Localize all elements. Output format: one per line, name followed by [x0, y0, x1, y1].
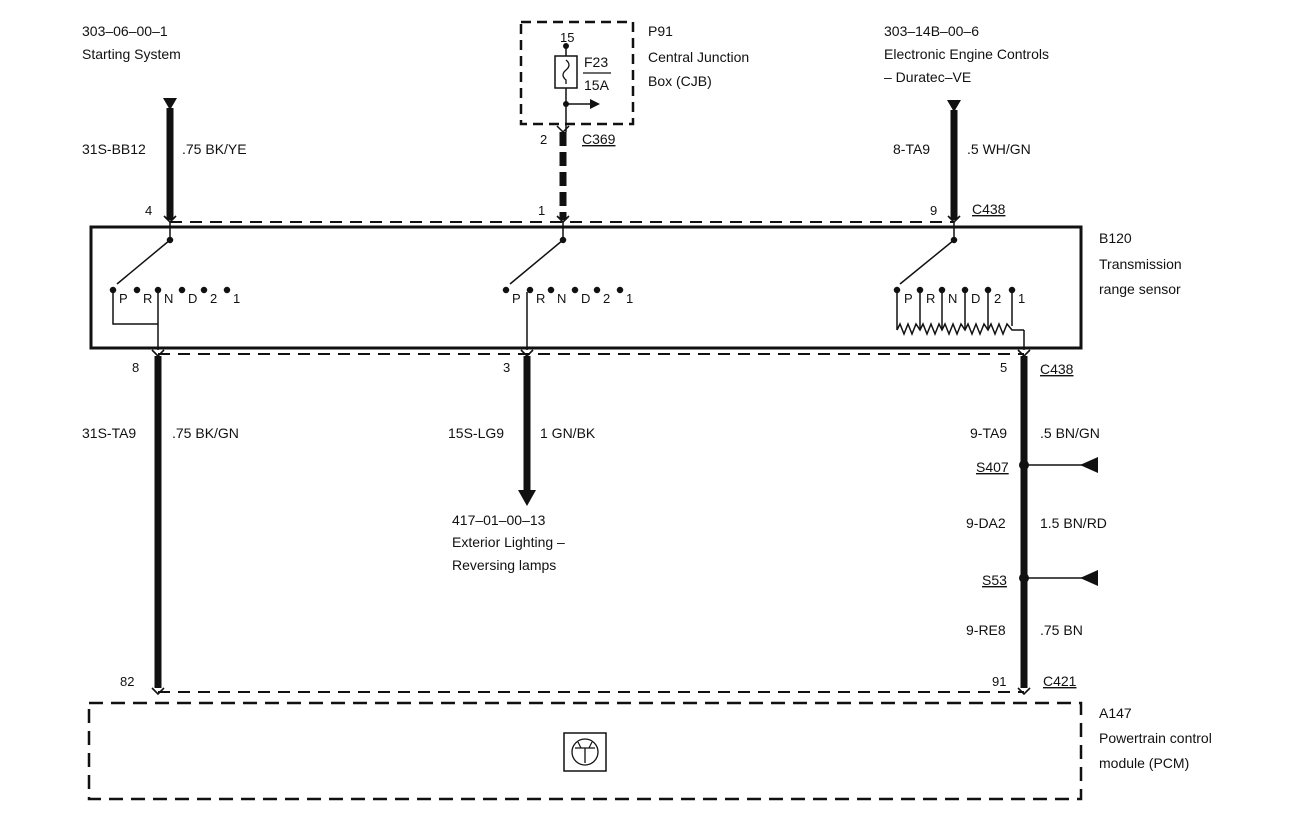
pin-4: 4 — [145, 203, 152, 218]
switch-range-ladder-positions: P R N D 2 1 — [904, 291, 1025, 306]
wire-9-da2-circuit: 9-DA2 — [966, 515, 1006, 531]
svg-text:P: P — [512, 291, 521, 306]
svg-text:1: 1 — [233, 291, 240, 306]
wire-9-da2-spec: 1.5 BN/RD — [1040, 515, 1107, 531]
lighting-label-1: Exterior Lighting – — [452, 534, 565, 550]
svg-text:D: D — [581, 291, 590, 306]
svg-text:1: 1 — [1018, 291, 1025, 306]
connector-c438-top: C438 — [972, 201, 1006, 217]
switch-reversing — [502, 222, 624, 350]
wire-31s-bb12-circuit: 31S-BB12 — [82, 141, 146, 157]
svg-text:2: 2 — [994, 291, 1001, 306]
wire-9-re8-circuit: 9-RE8 — [966, 622, 1006, 638]
pin-1: 1 — [538, 203, 545, 218]
pin-5: 5 — [1000, 360, 1007, 375]
wire-31s-bb12-spec: .75 BK/YE — [182, 141, 247, 157]
switch-reversing-positions: P R N D 2 1 — [512, 291, 633, 306]
starting-system-code: 303–06–00–1 — [82, 23, 168, 39]
svg-text:P: P — [904, 291, 913, 306]
connector-c421: C421 — [1043, 673, 1077, 689]
svg-text:2: 2 — [210, 291, 217, 306]
fuse-number: F23 — [584, 54, 608, 70]
svg-text:R: R — [926, 291, 935, 306]
svg-text:R: R — [143, 291, 152, 306]
connector-c369: C369 — [582, 131, 616, 147]
cjb-box: 15 F23 15A — [519, 20, 635, 132]
engine-controls-label: Electronic Engine Controls — [884, 46, 1049, 62]
pcm-label-2: module (PCM) — [1099, 755, 1189, 771]
pcm-box — [87, 701, 1083, 801]
svg-text:P: P — [119, 291, 128, 306]
fuse-rating: 15A — [584, 77, 610, 93]
switch-starting-positions: P R N D 2 1 — [119, 291, 240, 306]
splice-s53-label: S53 — [982, 572, 1007, 588]
cjb-pin-out: 2 — [540, 132, 547, 147]
cjb-id: P91 — [648, 23, 673, 39]
sensor-label-1: Transmission — [1099, 256, 1182, 272]
svg-text:N: N — [557, 291, 566, 306]
transmission-range-sensor-box — [89, 225, 1083, 350]
wire-8-ta9-circuit: 8-TA9 — [893, 141, 930, 157]
cjb-fuse-pin: 15 — [560, 30, 574, 45]
electronic-module-icon — [563, 732, 607, 772]
reversing-lamps-arrow — [518, 490, 536, 506]
switch-range-ladder — [893, 222, 1025, 350]
cjb-label-1: Central Junction — [648, 49, 749, 65]
svg-text:D: D — [971, 291, 980, 306]
wire-9-re8-spec: .75 BN — [1040, 622, 1083, 638]
pin-8: 8 — [132, 360, 139, 375]
starting-system-label: Starting System — [82, 46, 181, 62]
starting-ground-arrow — [163, 98, 177, 110]
pin-91: 91 — [992, 674, 1006, 689]
wire-15s-lg9-spec: 1 GN/BK — [540, 425, 596, 441]
svg-text:N: N — [164, 291, 173, 306]
wire-8-ta9-spec: .5 WH/GN — [967, 141, 1031, 157]
svg-text:D: D — [188, 291, 197, 306]
wire-31s-ta9-spec: .75 BK/GN — [172, 425, 239, 441]
wire-31s-ta9-circuit: 31S-TA9 — [82, 425, 136, 441]
splice-s53-arrow — [1080, 570, 1098, 586]
wire-15s-lg9-circuit: 15S-LG9 — [448, 425, 504, 441]
wire-9-ta9-spec: .5 BN/GN — [1040, 425, 1100, 441]
splice-s407-label: S407 — [976, 459, 1009, 475]
svg-text:1: 1 — [626, 291, 633, 306]
lighting-code: 417–01–00–13 — [452, 512, 546, 528]
sensor-id: B120 — [1099, 230, 1132, 246]
svg-text:R: R — [536, 291, 545, 306]
engine-ground-arrow — [947, 100, 961, 112]
pin-82: 82 — [120, 674, 134, 689]
connector-c438-bottom: C438 — [1040, 361, 1074, 377]
splice-s407-arrow — [1080, 457, 1098, 473]
pcm-label-1: Powertrain control — [1099, 730, 1212, 746]
svg-text:2: 2 — [603, 291, 610, 306]
pin-3: 3 — [503, 360, 510, 375]
pin-9: 9 — [930, 203, 937, 218]
pcm-id: A147 — [1099, 705, 1132, 721]
engine-controls-code: 303–14B–00–6 — [884, 23, 979, 39]
lighting-label-2: Reversing lamps — [452, 557, 556, 573]
engine-controls-sub: – Duratec–VE — [884, 69, 971, 85]
switch-starting — [109, 222, 231, 350]
wire-9-ta9-circuit: 9-TA9 — [970, 425, 1007, 441]
cjb-label-2: Box (CJB) — [648, 73, 712, 89]
sensor-label-2: range sensor — [1099, 281, 1181, 297]
svg-text:N: N — [948, 291, 957, 306]
